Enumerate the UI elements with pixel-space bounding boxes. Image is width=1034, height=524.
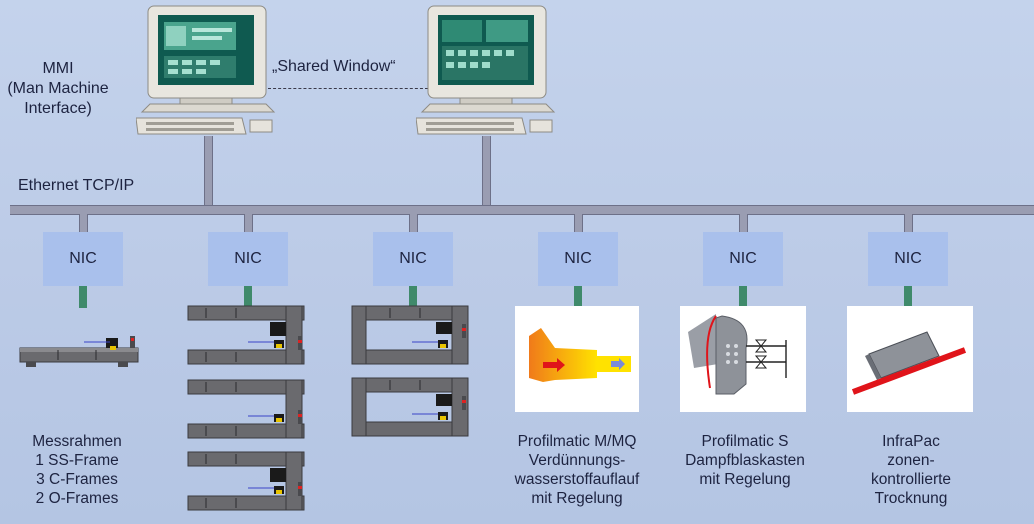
device-label-line: mit Regelung (531, 490, 623, 507)
ss-frame-icon (19, 336, 139, 367)
headbox-flow-icon (529, 328, 631, 382)
nic-connector (904, 214, 913, 232)
steambox-icon (688, 314, 787, 395)
device-label-line: mit Regelung (699, 471, 791, 488)
device-label-line: Dampfblaskasten (685, 452, 805, 469)
nic-device-link (739, 286, 747, 308)
computer-connector (482, 136, 491, 206)
device-label-line: Profilmatic S (701, 433, 789, 450)
nic-box: NIC (703, 232, 783, 286)
mmi-label-line3: Interface) (24, 100, 92, 117)
nic-device-link (409, 286, 417, 308)
device-label-profilmatic-s: Profilmatic S Dampfblaskasten mit Regelu… (670, 432, 820, 489)
device-label-line: zonen- (887, 452, 935, 469)
nic-connector (739, 214, 748, 232)
nic-connector (574, 214, 583, 232)
nic-label: NIC (69, 250, 97, 267)
nic-label: NIC (564, 250, 592, 267)
device-label-infrapac: InfraPac zonen- kontrollierte Trocknung (844, 432, 978, 508)
device-label-line: kontrollierte (870, 471, 952, 488)
ethernet-bus (10, 205, 1034, 215)
device-label-messrahmen: Messrahmen 1 SS-Frame 3 C-Frames 2 O-Fra… (10, 432, 144, 508)
nic-connector (79, 214, 88, 232)
o-frames-icon (351, 305, 469, 437)
nic-label: NIC (399, 250, 427, 267)
mmi-label-line1: MMI (42, 60, 74, 77)
shared-window-label: „Shared Window“ (272, 58, 396, 75)
computer-connector (204, 136, 213, 206)
nic-connector (244, 214, 253, 232)
nic-box: NIC (868, 232, 948, 286)
device-label-line: 1 SS-Frame (35, 452, 119, 469)
device-label-line: Verdünnungs- (528, 452, 626, 469)
nic-device-link (79, 286, 87, 308)
device-label-line: 2 O-Frames (35, 490, 119, 507)
c-frames-icon (187, 305, 305, 511)
device-label-line: Messrahmen (32, 433, 122, 450)
device-label-line: Trocknung (874, 490, 948, 507)
mmi-label-line2: (Man Machine (7, 80, 109, 97)
nic-box: NIC (538, 232, 618, 286)
nic-device-link (244, 286, 252, 308)
ethernet-label: Ethernet TCP/IP (18, 177, 135, 194)
device-label-line: wasserstoffauflauf (514, 471, 640, 488)
mmi-label: MMI (Man Machine Interface) (2, 59, 114, 119)
nic-device-link (904, 286, 912, 308)
shared-window-dashed-line (268, 88, 428, 89)
device-label-profilmatic-m: Profilmatic M/MQ Verdünnungs- wasserstof… (494, 432, 660, 508)
nic-device-link (574, 286, 582, 308)
nic-box: NIC (208, 232, 288, 286)
nic-box: NIC (43, 232, 123, 286)
computer-icon (416, 5, 556, 135)
headbox-illustration-card (515, 306, 639, 412)
nic-label: NIC (234, 250, 262, 267)
device-label-line: Profilmatic M/MQ (517, 433, 637, 450)
infrapac-dryer-icon (851, 331, 967, 395)
device-label-line: InfraPac (882, 433, 940, 450)
device-label-line: 3 C-Frames (36, 471, 118, 488)
nic-box: NIC (373, 232, 453, 286)
nic-connector (409, 214, 418, 232)
nic-label: NIC (894, 250, 922, 267)
nic-label: NIC (729, 250, 757, 267)
infrapac-illustration-card (847, 306, 973, 412)
computer-icon (136, 5, 276, 135)
steambox-illustration-card (680, 306, 806, 412)
